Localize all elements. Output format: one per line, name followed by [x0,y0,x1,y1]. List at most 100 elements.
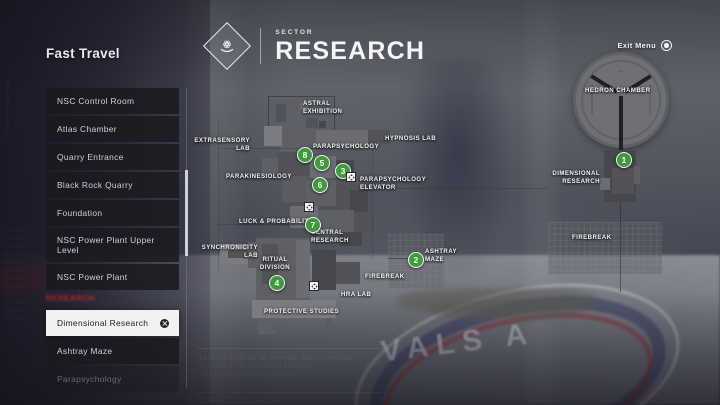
sidebar-item-parapsychology[interactable]: Parapsychology [46,366,179,392]
room-block [319,121,326,128]
map-label-hra-lab: HRA LAB [341,291,372,298]
header-divider [260,28,262,64]
sector-header: SECTOR RESEARCH [202,21,425,71]
map-label-astral-exhibition: ASTRAL EXHIBITION [303,100,343,115]
sidebar-scrollbar-thumb[interactable] [185,170,188,256]
room-block [368,130,390,144]
room-block [350,190,368,212]
hedron-chamber-disc [573,52,669,148]
room-block [354,214,374,232]
map-label-luck-probability: LUCK & PROBABILITY [239,218,314,225]
map-marker-1[interactable]: 1 [616,152,632,168]
room-block [228,250,250,258]
fast-travel-list[interactable]: NSC Control Room Atlas Chamber Quarry En… [46,88,179,394]
sidebar-item-label: NSC Power Plant [57,272,128,282]
sidebar-item-atlas-chamber[interactable]: Atlas Chamber [46,116,179,142]
map-label-ritual-division: RITUAL DIVISION [259,256,291,271]
room-hypnosis-lab [390,132,406,142]
map-wire [268,96,334,97]
map-wire [362,188,548,189]
map-label-dimensional-research: DIMENSIONAL RESEARCH [552,170,600,185]
room-block [612,168,634,194]
hedron-stem [619,96,623,146]
sidebar-sector-divider: RESEARCH [46,294,95,303]
map-label-parakinesiology: PARAKINESIOLOGY [226,173,292,180]
corridor [326,318,332,332]
sidebar-item-label: Quarry Entrance [57,152,124,162]
sidebar-item-nsc-power-plant[interactable]: NSC Power Plant [46,264,179,290]
map-label-hedron-chamber: HEDRON CHAMBER [585,87,651,94]
map-marker-6[interactable]: 6 [312,177,328,193]
sidebar-item-label: NSC Power Plant Upper Level [57,234,155,256]
map-wire [268,96,269,126]
map-marker-4[interactable]: 4 [269,275,285,291]
sidebar-item-nsc-power-plant-upper-level[interactable]: NSC Power Plant Upper Level [46,228,179,262]
exit-menu-button[interactable]: Exit Menu [617,40,672,51]
close-circle-icon[interactable] [160,318,169,328]
map-wire [218,224,308,225]
elevator-icon[interactable] [304,202,314,212]
sidebar-item-dimensional-research[interactable]: Dimensional Research [46,310,179,336]
room-block [296,240,310,298]
room-extrasensory-lab [264,126,282,146]
room-block [634,166,640,184]
map-marker-5[interactable]: 5 [314,155,330,171]
sidebar-item-black-rock-quarry[interactable]: Black Rock Quarry [46,172,179,198]
sidebar-item-label: Dimensional Research [57,318,149,328]
map-wire [620,196,621,292]
page-title: RESEARCH [275,36,426,65]
map-label-synchronicity-lab: SYNCHRONICITY LAB [201,244,258,259]
room-block [262,158,278,174]
sidebar-item-label: Parapsychology [57,374,122,384]
map-label-hypnosis-lab: HYPNOSIS LAB [385,135,437,142]
room-block [600,178,610,190]
sidebar-item-label: Ashtray Maze [57,346,113,356]
map-wire [388,258,418,259]
sidebar-item-label: Black Rock Quarry [57,180,133,190]
sidebar-item-label: Foundation [57,208,103,218]
room-central-research [318,210,354,236]
room-block [300,102,308,110]
map-wire [334,96,335,148]
sidebar-title: Fast Travel [46,46,120,61]
map-label-protective-studies: PROTECTIVE STUDIES [264,308,340,315]
map-label-central-research: CENTRAL RESEARCH [311,229,349,244]
map-wire [218,120,219,270]
sidebar-item-ashtray-maze[interactable]: Ashtray Maze [46,338,179,364]
map-label-parapsychology-elevator: PARAPSYCHOLOGY ELEVATOR [360,176,427,191]
sidebar-item-label: NSC Control Room [57,96,135,106]
map-label-ashtray-maze: ASHTRAY MAZE [425,248,458,263]
firebreak-grid-right [548,222,662,274]
sidebar-item-nsc-control-room[interactable]: NSC Control Room [46,88,179,114]
map-label-extrasensory-lab: EXTRASENSORY LAB [194,137,250,152]
elevator-icon[interactable] [346,172,356,182]
map-marker-7[interactable]: 7 [305,217,321,233]
hand-atom-diamond-icon [202,21,252,71]
room-block [340,232,362,246]
circle-button-icon[interactable] [661,40,672,51]
map-marker-8[interactable]: 8 [297,147,313,163]
sidebar-item-foundation[interactable]: Foundation [46,200,179,226]
exit-menu-label: Exit Menu [617,41,656,50]
map-marker-2[interactable]: 2 [408,252,424,268]
sidebar-item-label: Atlas Chamber [57,124,117,134]
corridor [270,326,332,332]
map-wire [218,148,338,149]
elevator-icon[interactable] [309,281,319,291]
maze-terrain [430,300,580,320]
room-block [306,118,318,128]
map-label-firebreak-left: FIREBREAK [365,273,405,280]
room-parapsychology-east [316,130,368,148]
corridor [282,176,306,202]
room-block [276,104,286,122]
map-label-firebreak-right: FIREBREAK [572,234,612,241]
room-block [262,244,278,284]
room-astral-exhibition [283,96,301,126]
sidebar-item-quarry-entrance[interactable]: Quarry Entrance [46,144,179,170]
header-text-group: SECTOR RESEARCH [275,29,425,64]
header-sector-kicker: SECTOR [275,28,314,36]
fast-travel-sidebar[interactable]: Fast Travel NSC Control Room Atlas Chamb… [0,0,200,405]
room-hra-lab [336,262,360,284]
room-protective-studies [252,300,336,318]
